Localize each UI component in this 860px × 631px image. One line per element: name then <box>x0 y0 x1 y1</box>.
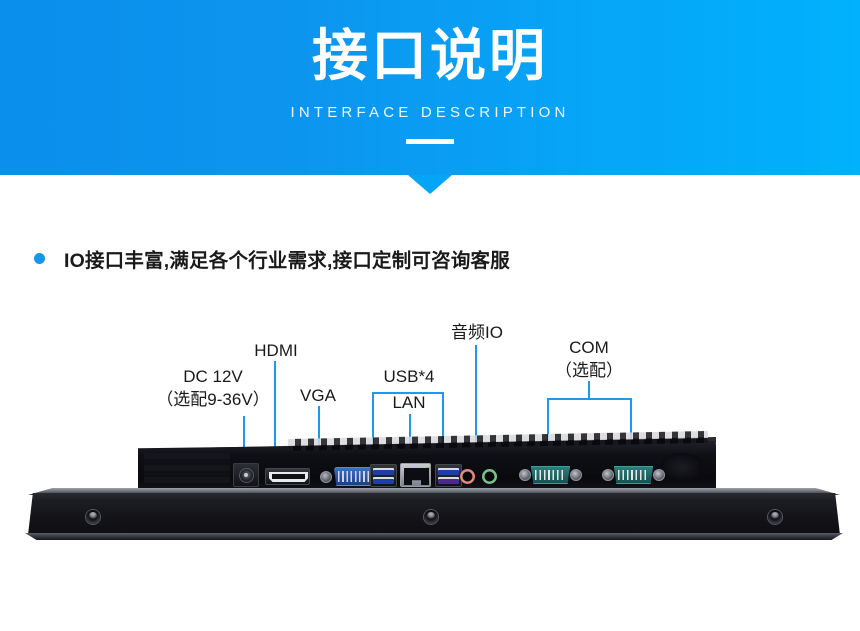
com2-screw-right <box>653 469 665 481</box>
leader-bracket-usb <box>372 392 444 394</box>
leader-line-usb-right <box>442 392 444 462</box>
feature-bullet-text: IO接口丰富,满足各个行业需求,接口定制可咨询客服 <box>64 250 510 272</box>
screw-gleam-left <box>89 512 97 519</box>
screw-gleam-center <box>427 512 435 519</box>
com1-screw-left <box>519 469 531 481</box>
leader-line-audio <box>475 345 477 462</box>
usb-port-stack-right <box>435 464 462 487</box>
label-hdmi: HDMI <box>254 341 298 360</box>
title-underline-rule <box>406 139 454 144</box>
page-header-banner: 接口说明 INTERFACE DESCRIPTION <box>0 0 860 175</box>
vga-pins <box>338 471 369 482</box>
leader-line-usb-left <box>372 392 374 462</box>
label-com-line2: （选配） <box>555 361 623 380</box>
leader-line-dc <box>243 416 245 462</box>
lan-port-opening <box>404 468 429 485</box>
label-dc-power-line1: DC 12V <box>183 367 243 386</box>
com1-pins <box>535 470 566 480</box>
dc-jack-barrel <box>238 467 254 483</box>
feature-bullet-row: IO接口丰富,满足各个行业需求,接口定制可咨询客服 <box>34 244 510 273</box>
com2-pins <box>618 470 649 480</box>
label-audio-io: 音频IO <box>451 323 503 342</box>
com-port-2 <box>602 464 665 486</box>
device-lower-bezel-photo <box>25 488 843 542</box>
banner-arrow-pointer-icon <box>408 175 452 194</box>
audio-mic-jack <box>460 469 475 484</box>
label-vga: VGA <box>300 386 336 405</box>
device-io-panel-photo <box>138 430 716 495</box>
leader-line-com2 <box>630 398 632 462</box>
audio-lineout-jack <box>482 469 497 484</box>
label-usb: USB*4 <box>383 367 435 386</box>
page-title: 接口说明 <box>312 24 548 87</box>
com-port-1 <box>519 464 582 486</box>
hdmi-port <box>265 468 310 485</box>
usb-port-stack-left <box>370 464 397 487</box>
hdmi-slot-inner <box>272 474 305 479</box>
screw-gleam-right <box>771 512 779 519</box>
lower-bezel-bottom-edge <box>25 533 843 540</box>
leader-line-com-stem <box>588 381 590 399</box>
label-lan: LAN <box>392 393 426 412</box>
com1-screw-right <box>570 469 582 481</box>
leader-line-com1 <box>547 398 549 462</box>
leader-bracket-com <box>547 398 632 400</box>
mounting-screw-hole-right <box>768 510 782 524</box>
usb-3-port-top-left <box>373 467 394 475</box>
mounting-screw-hole-center <box>424 510 438 524</box>
io-panel-right-vent <box>661 453 703 481</box>
leader-line-vga <box>318 406 320 462</box>
com2-screw-left <box>602 469 614 481</box>
dc-jack-port <box>233 463 259 487</box>
lan-rj45-port <box>400 463 431 487</box>
bullet-dot-icon <box>34 253 45 264</box>
lower-bezel-top-edge <box>28 488 840 495</box>
label-dc-power-line2: （选配9-36V） <box>156 390 270 409</box>
dc-jack-pin <box>244 473 248 477</box>
vga-screw-left <box>320 471 332 483</box>
usb-3-port-bottom-left <box>373 477 394 484</box>
usb-port-bottom-right <box>438 477 459 484</box>
usb-3-port-top-right <box>438 467 459 475</box>
io-panel-left-vent <box>144 453 230 483</box>
label-com-line1: COM <box>569 338 609 357</box>
leader-line-hdmi <box>274 361 276 462</box>
mounting-screw-hole-left <box>86 510 100 524</box>
page-subtitle: INTERFACE DESCRIPTION <box>290 104 570 121</box>
